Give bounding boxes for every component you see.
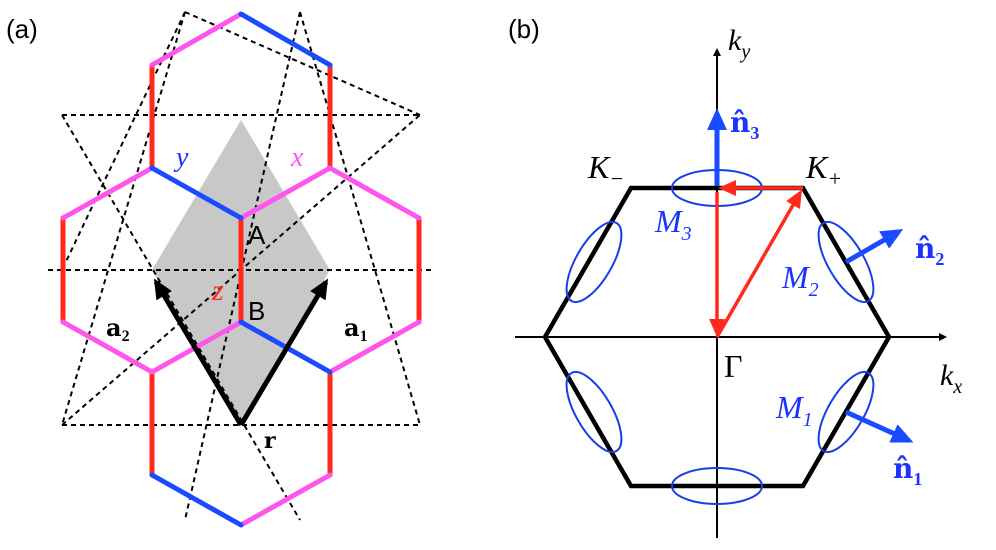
honeycomb (60, 11, 422, 528)
red-arrows (709, 180, 803, 338)
bond-label-z: z (211, 274, 224, 307)
panel-b-label: (b) (508, 14, 540, 44)
m3-label: M3 (654, 203, 692, 245)
vector-a2 (153, 278, 244, 427)
panel-b: (b) ky kx K− K+ Γ M3 M2 M1 n̂3 n̂2 n̂ (508, 14, 962, 538)
blue-arrows (707, 108, 914, 443)
vector-a1 (238, 278, 329, 427)
z-bonds (60, 62, 422, 478)
k-plus-label: K+ (805, 149, 842, 191)
x-bonds (60, 11, 422, 528)
k-minus-label: K− (587, 149, 624, 191)
n3-label: n̂3 (730, 106, 759, 143)
m1-label: M1 (775, 389, 813, 431)
arrow-gamma-to-k-plus (715, 189, 802, 338)
origin-label-r: r (264, 428, 276, 454)
normal-n2-arrow (844, 229, 904, 265)
vector-a2-label: a2 (106, 313, 130, 345)
n1-label: n̂1 (893, 452, 922, 489)
lattice-vectors (153, 278, 329, 427)
gamma-label: Γ (724, 348, 743, 384)
y-bonds (149, 11, 333, 528)
n2-label: n̂2 (915, 232, 944, 269)
kx-axis-label: kx (940, 359, 962, 398)
panel-a-label: (a) (6, 14, 38, 44)
normal-n1-arrow (844, 409, 914, 443)
ky-axis-label: ky (728, 24, 750, 63)
site-label-A: A (248, 220, 266, 250)
vector-a1-label: a1 (344, 313, 368, 345)
panel-a: (a) y x z A B a2 a1 r (6, 11, 434, 528)
m2-label: M2 (781, 259, 819, 301)
bond-label-y: y (173, 142, 189, 173)
site-label-B: B (248, 296, 265, 326)
bond-label-x: x (290, 142, 304, 173)
